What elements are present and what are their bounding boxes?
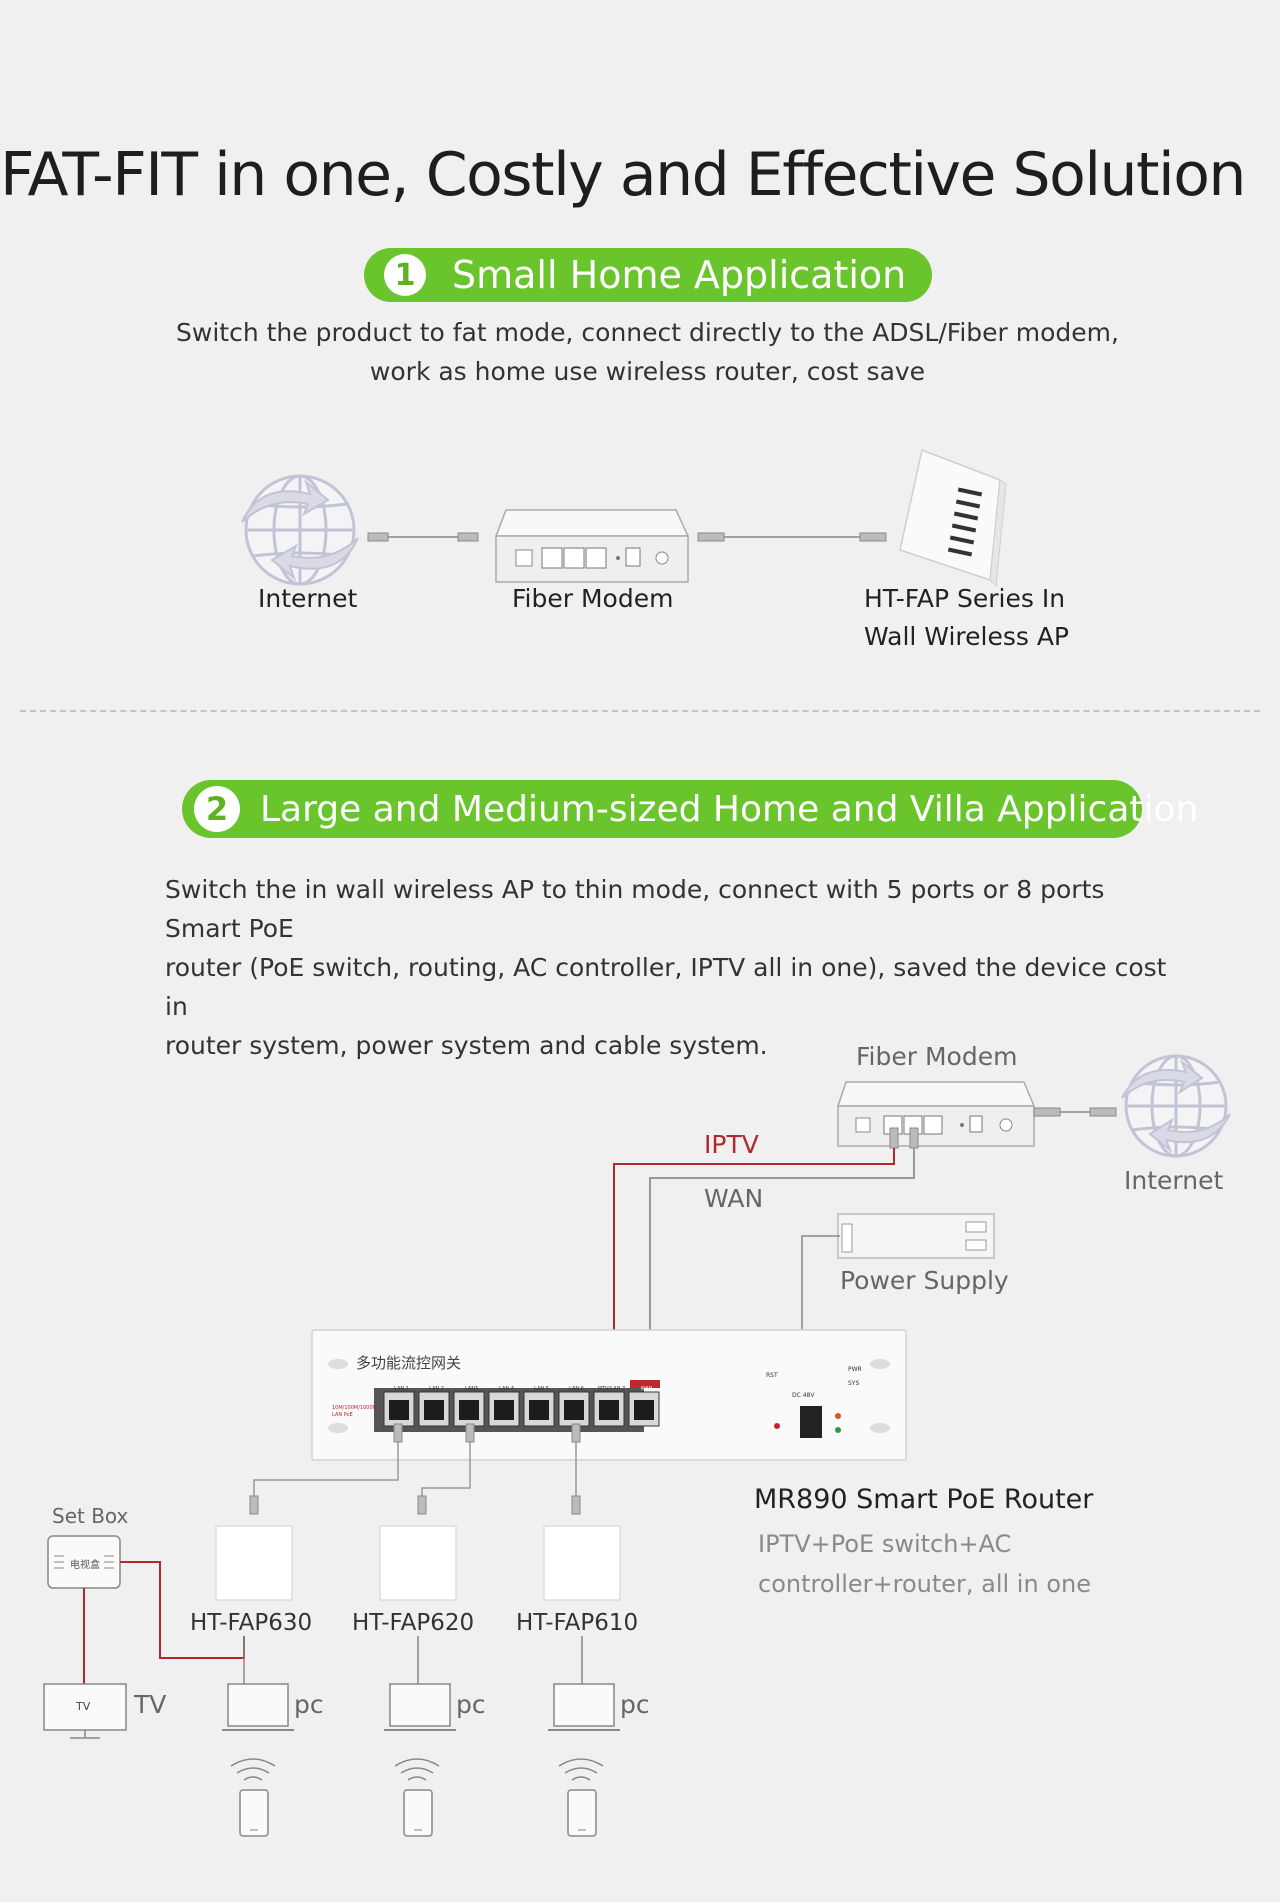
section1-modem-label: Fiber Modem [512, 584, 674, 613]
modem-icon [494, 509, 690, 583]
section2-description: Switch the in wall wireless AP to thin m… [165, 870, 1185, 1065]
wall-ap-icon [379, 1525, 457, 1601]
connector-icon [1033, 1107, 1117, 1117]
power-supply-icon [837, 1213, 995, 1259]
globe-icon [1121, 1054, 1231, 1158]
router-desc-line2: controller+router, all in one [758, 1570, 1091, 1598]
section2-desc-line2: router (PoE switch, routing, AC controll… [165, 953, 1167, 1021]
iptv-label: IPTV [704, 1130, 759, 1159]
port-label: WAN [640, 1386, 653, 1392]
ap-cables [253, 1434, 577, 1498]
pc-label-2: pc [456, 1690, 486, 1719]
section1-diagram [241, 448, 1007, 588]
wan-label: WAN [704, 1184, 764, 1213]
fiber-modem-label: Fiber Modem [856, 1042, 1018, 1071]
laptop-icon [384, 1683, 456, 1731]
tv-label: TV [134, 1690, 167, 1719]
port-label: LAN3 [464, 1386, 479, 1392]
wifi-icon [230, 1758, 276, 1781]
section2-number-badge: 2 [194, 786, 240, 832]
pc-label-3: pc [620, 1690, 650, 1719]
port-label: LAN 1 [394, 1386, 409, 1392]
wifi-icon [558, 1758, 604, 1781]
phone-icon [394, 1758, 440, 1837]
section2-heading-pill: 2 Large and Medium-sized Home and Villa … [182, 780, 1198, 838]
phone-icon [558, 1758, 604, 1837]
set-box-label: Set Box [52, 1504, 129, 1528]
port-label: IPTV/LAN 7 [597, 1386, 626, 1392]
port-label: LAN 4 [499, 1386, 514, 1392]
page-title: FAT-FIT in one, Costly and Effective Sol… [0, 140, 1246, 210]
dc-label: DC 48V [792, 1392, 815, 1399]
set-box-icon [47, 1535, 121, 1589]
pc-label-1: pc [294, 1690, 324, 1719]
section1-ap-label-line1: HT-FAP Series In [864, 584, 1066, 613]
lan-port [418, 1391, 450, 1427]
tv-inner-label: TV [76, 1700, 91, 1713]
modem-icon [836, 1081, 1036, 1147]
wall-ap-icon [899, 448, 1007, 588]
phone-icon [230, 1758, 276, 1837]
section1-number-badge: 1 [384, 254, 426, 296]
port-label-row: LAN 1 LAN 2 LAN3 LAN 4 LAN 5 LAN 6 IPTV/LAN 7 W… [384, 1386, 664, 1396]
lan-port [593, 1391, 625, 1427]
lan-port [383, 1391, 415, 1427]
lan-port [453, 1391, 485, 1427]
lan-port [488, 1391, 520, 1427]
section-divider [20, 710, 1260, 712]
section1-desc-line2: work as home use wireless router, cost s… [369, 357, 926, 386]
router-desc-line1: IPTV+PoE switch+AC [758, 1530, 1012, 1558]
connector-icon [367, 532, 479, 542]
wall-ap-icon [215, 1525, 293, 1601]
laptop-icon [222, 1683, 294, 1731]
section1-heading: Small Home Application [452, 253, 907, 297]
ap-label-fap620: HT-FAP620 [352, 1610, 475, 1636]
wifi-icon [394, 1758, 440, 1781]
sys-label: SYS [848, 1380, 860, 1387]
section2-desc-line1: Switch the in wall wireless AP to thin m… [165, 875, 1105, 943]
connector-icon [697, 532, 887, 542]
port-label: LAN 5 [534, 1386, 549, 1392]
wan-cable [649, 1127, 919, 1360]
rst-label: RST [766, 1372, 778, 1379]
lan-port [523, 1391, 555, 1427]
router-speed-label: 10M/100M/1000M LAN PoE [332, 1405, 377, 1418]
section1-internet-label: Internet [258, 584, 358, 613]
section1-heading-pill: 1 Small Home Application [364, 248, 932, 302]
port-label: LAN 6 [569, 1386, 584, 1392]
set-box-inner-label: 电视盒 [70, 1560, 100, 1571]
pwr-label: PWR [848, 1366, 862, 1373]
power-supply-label: Power Supply [840, 1266, 1009, 1295]
laptop-icon [548, 1683, 620, 1731]
port-label: LAN 2 [429, 1386, 444, 1392]
router-brand-label: 多功能流控网关 [356, 1354, 462, 1372]
section2-desc-line3: router system, power system and cable sy… [165, 1031, 768, 1060]
ap-label-fap610: HT-FAP610 [516, 1610, 639, 1636]
section2-diagram [43, 1054, 1231, 1837]
globe-icon [241, 474, 359, 586]
wall-ap-icon [543, 1525, 621, 1601]
section1-description: Switch the product to fat mode, connect … [0, 313, 1280, 391]
router-name: MR890 Smart PoE Router [754, 1484, 1094, 1515]
internet-label: Internet [1124, 1166, 1224, 1195]
tv-icon [43, 1683, 127, 1739]
section2-heading: Large and Medium-sized Home and Villa Ap… [260, 788, 1199, 830]
section1-ap-label-line2: Wall Wireless AP [864, 622, 1070, 651]
ap-label-fap630: HT-FAP630 [190, 1610, 313, 1636]
section1-desc-line1: Switch the product to fat mode, connect … [176, 318, 1119, 347]
lan-port [558, 1391, 590, 1427]
lan-port [628, 1391, 660, 1427]
iptv-cable [613, 1127, 899, 1360]
